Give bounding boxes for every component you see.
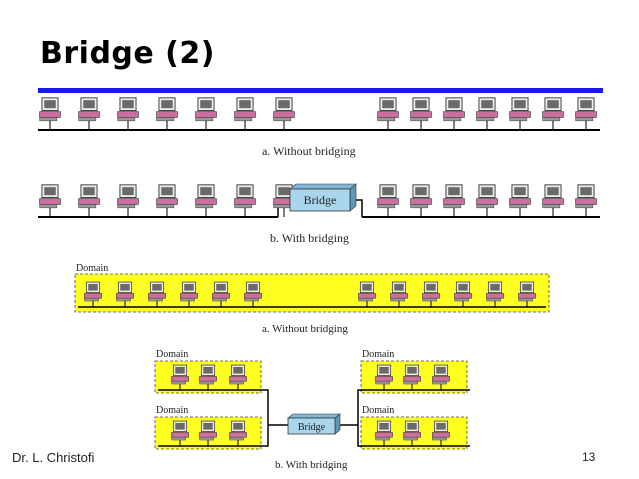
footer-author: Dr. L. Christofi xyxy=(12,450,95,465)
computer-icon xyxy=(234,97,256,123)
computer-icon xyxy=(234,184,256,210)
domains-with-bridging: Domain Domain Domain Domain Bridge b. Wi… xyxy=(154,349,470,471)
bridge-box-bottom: Bridge xyxy=(287,413,341,435)
domain-label: Domain xyxy=(156,349,188,360)
caption-without-bridging: a. Without bridging xyxy=(262,144,356,158)
computer-icon xyxy=(39,184,61,210)
lan-with-bridging: Bridge b. With bridging xyxy=(38,183,600,245)
computer-icon xyxy=(443,97,465,123)
computer-icon xyxy=(117,184,139,210)
computer-icon xyxy=(377,97,399,123)
computer-icon xyxy=(195,184,217,210)
computer-icon xyxy=(509,184,531,210)
computer-icon xyxy=(542,184,564,210)
computer-icon xyxy=(78,97,100,123)
domain-label: Domain xyxy=(76,263,108,274)
domain-label: Domain xyxy=(362,405,394,416)
computer-icon xyxy=(117,97,139,123)
domain-without-bridging: Domain a. Without bridging xyxy=(74,263,550,335)
domain-label: Domain xyxy=(362,349,394,360)
caption-without-bridging-2: a. Without bridging xyxy=(262,323,348,335)
page-number: 13 xyxy=(582,450,596,464)
computer-icon xyxy=(476,184,498,210)
domain-label: Domain xyxy=(156,405,188,416)
computer-icon xyxy=(476,97,498,123)
computer-icon xyxy=(195,97,217,123)
computer-icon xyxy=(377,184,399,210)
computer-icon xyxy=(156,97,178,123)
bridge-label-bottom: Bridge xyxy=(298,422,326,433)
computer-icon xyxy=(78,184,100,210)
title-rule xyxy=(38,88,603,93)
computer-icon xyxy=(410,184,432,210)
computer-icon xyxy=(273,97,295,123)
computer-icon xyxy=(542,97,564,123)
lan-without-bridging: a. Without bridging xyxy=(38,97,600,158)
slide-title: Bridge (2) xyxy=(40,36,215,71)
bridge-box-top: Bridge xyxy=(289,183,357,212)
computer-icon xyxy=(509,97,531,123)
bridge-label-top: Bridge xyxy=(304,193,337,207)
caption-with-bridging: b. With bridging xyxy=(270,231,349,245)
computer-icon xyxy=(575,184,597,210)
computer-icon xyxy=(410,97,432,123)
computer-icon xyxy=(443,184,465,210)
caption-with-bridging-2: b. With bridging xyxy=(275,459,348,471)
computer-icon xyxy=(39,97,61,123)
computer-icon xyxy=(575,97,597,123)
computer-icon xyxy=(156,184,178,210)
